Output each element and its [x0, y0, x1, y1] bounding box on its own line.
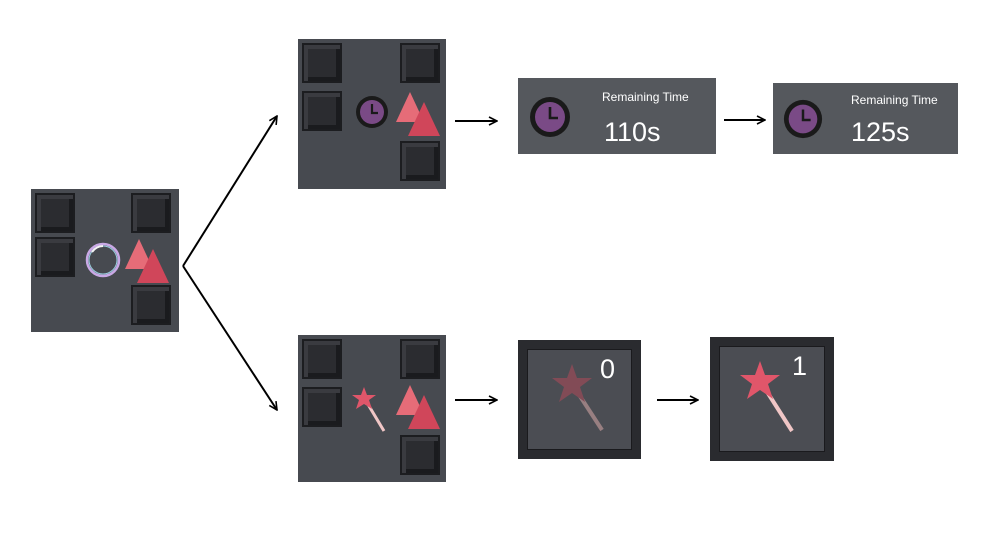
clock-icon — [356, 96, 388, 128]
wand-slot — [527, 349, 632, 450]
game-tile-bubble — [31, 189, 179, 332]
game-tile-wand — [298, 335, 446, 482]
magic-wand-icon — [740, 361, 794, 433]
wall-block — [400, 435, 440, 475]
wall-block — [131, 285, 171, 325]
branch-arrow-up — [182, 116, 277, 267]
branch-arrow-down — [182, 265, 277, 410]
bubble-icon — [85, 242, 121, 278]
wall-block — [302, 387, 342, 427]
wand-count-panel-after: 1 — [710, 337, 834, 461]
wand-count: 0 — [600, 354, 616, 384]
remaining-time-value: 110s — [604, 117, 661, 147]
cone-icon — [396, 92, 440, 136]
remaining-time-value: 125s — [851, 117, 910, 147]
wand-count-panel-before: 0 — [518, 340, 641, 459]
wall-block — [400, 43, 440, 83]
cone-icon — [396, 385, 440, 429]
magic-wand-icon — [552, 364, 604, 432]
clock-icon — [783, 99, 823, 139]
wall-block — [131, 193, 171, 233]
wall-block — [35, 193, 75, 233]
wall-block — [400, 339, 440, 379]
wall-block — [400, 141, 440, 181]
clock-icon — [530, 97, 570, 137]
wall-block — [302, 339, 342, 379]
remaining-time-panel-after: Remaining Time 125s — [773, 83, 958, 154]
remaining-time-label: Remaining Time — [851, 93, 938, 107]
wall-block — [302, 91, 342, 131]
game-tile-clock — [298, 39, 446, 189]
magic-wand-icon — [352, 387, 386, 432]
wand-count: 1 — [792, 351, 808, 381]
remaining-time-label: Remaining Time — [602, 90, 689, 104]
cone-icon — [125, 239, 169, 283]
wall-block — [35, 237, 75, 277]
wall-block — [302, 43, 342, 83]
remaining-time-panel-before: Remaining Time 110s — [518, 78, 716, 154]
